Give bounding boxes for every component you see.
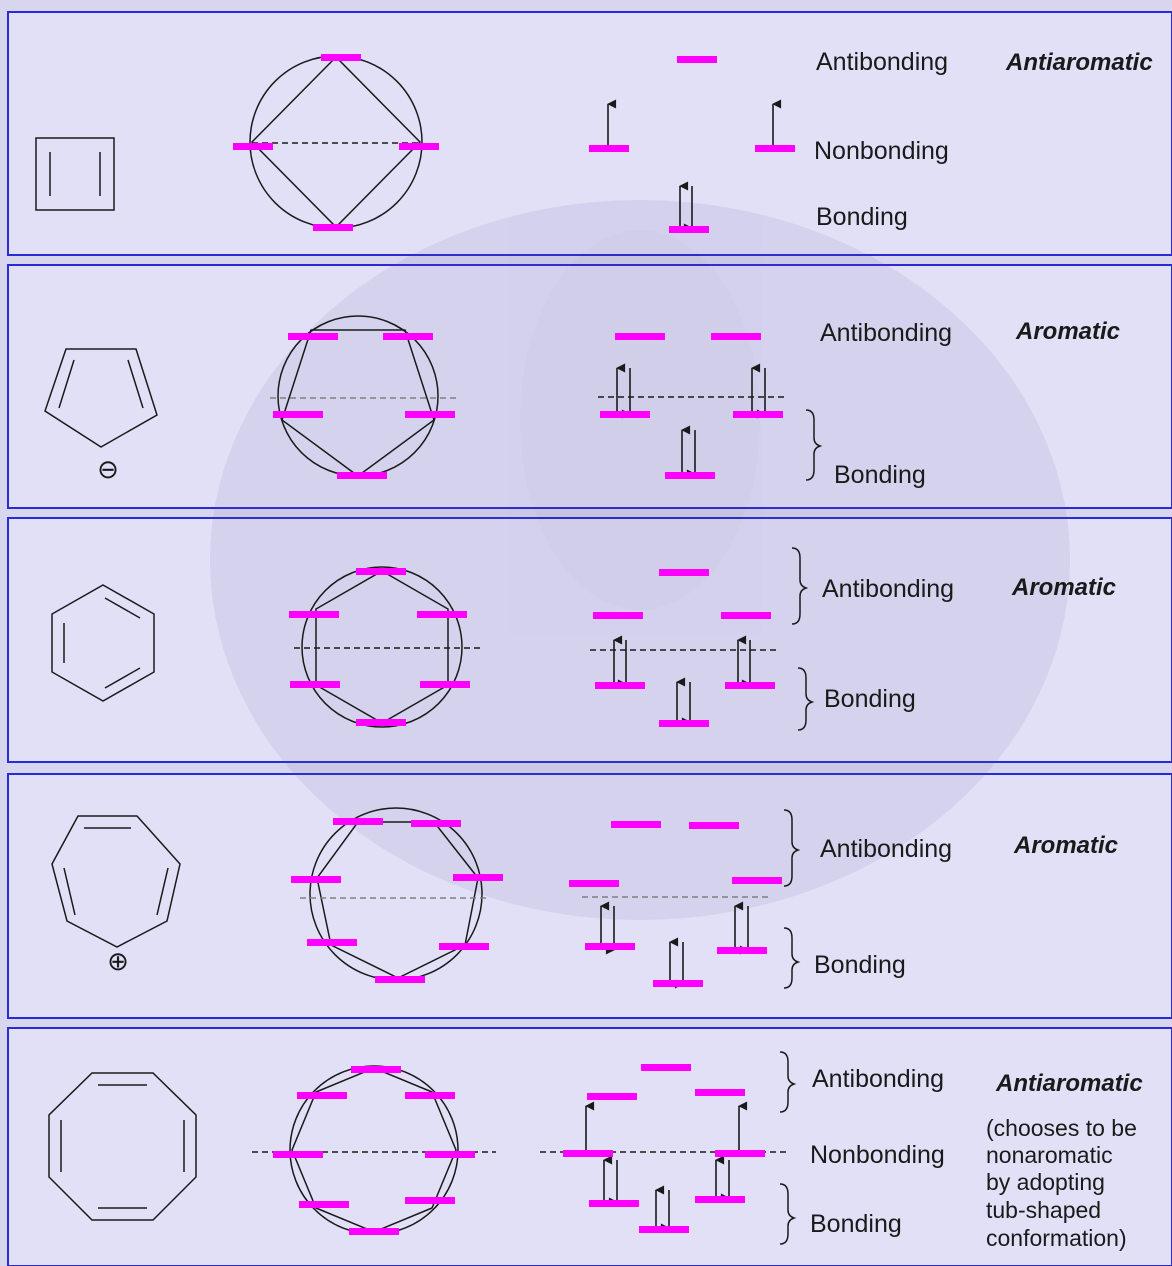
row-1-bonding-label: Bonding [816, 203, 908, 231]
panels [7, 11, 1172, 1266]
cot-note-line: conformation) [986, 1225, 1127, 1251]
panel-row-4 [7, 773, 1172, 1019]
cot-note-line: tub-shaped [986, 1197, 1101, 1223]
row-2-bonding-label: Bonding [834, 461, 926, 489]
panel-row-1 [7, 11, 1172, 256]
brace-antibonding-row-3 [791, 547, 809, 625]
row-3-bonding-label: Bonding [824, 685, 916, 713]
row-3-verdict: Aromatic [1011, 574, 1116, 601]
verdict-labels: Antiaromatic Aromatic Aromatic Aromatic … [995, 49, 1153, 1097]
panel-row-5 [7, 1027, 1172, 1266]
molecule-cyclooctatetraene [48, 1072, 197, 1221]
background-watermark [210, 200, 1070, 920]
molecule-tropylium-cation [51, 815, 181, 948]
molecule-benzene [51, 584, 155, 702]
cot-note-line: by adopting [986, 1169, 1105, 1195]
row-4-antibonding-label: Antibonding [820, 835, 952, 863]
cot-note-line: nonaromatic [986, 1142, 1113, 1168]
row-3-antibonding-label: Antibonding [822, 575, 954, 603]
braces [779, 409, 823, 1245]
cation-charge-symbol: ⊕ [107, 946, 129, 976]
row-1-nonbonding-label: Nonbonding [814, 137, 949, 165]
brace-bonding-row-5 [779, 1183, 797, 1245]
panel-row-3 [7, 517, 1172, 763]
molecule-cyclobutadiene [35, 137, 115, 211]
row-5-bonding-label: Bonding [810, 1210, 902, 1238]
electron-arrows [585, 99, 782, 1233]
cot-note: (chooses to be nonaromatic by adopting t… [986, 1115, 1137, 1251]
level-labels: Antibonding Nonbonding Bonding Antibondi… [810, 48, 954, 1238]
charge-symbols: ⊖ ⊕ [97, 454, 129, 976]
anion-charge-symbol: ⊖ [97, 454, 119, 484]
row-5-antibonding-label: Antibonding [812, 1065, 944, 1093]
orbital-levels [233, 54, 795, 1235]
cot-note-line: (chooses to be [986, 1115, 1137, 1141]
row-5-verdict: Antiaromatic [995, 1070, 1143, 1097]
row-5-nonbonding-label: Nonbonding [810, 1141, 945, 1169]
row-1-verdict: Antiaromatic [1005, 49, 1153, 76]
brace-bonding-row-2 [805, 409, 823, 481]
brace-antibonding-row-4 [783, 809, 801, 887]
row-4-bonding-label: Bonding [814, 951, 906, 979]
panel-row-2 [7, 264, 1172, 509]
brace-bonding-row-4 [783, 927, 801, 989]
row-4-verdict: Aromatic [1013, 832, 1118, 859]
brace-bonding-row-3 [797, 667, 815, 731]
row-1-antibonding-label: Antibonding [816, 48, 948, 76]
molecule-cyclopentadienyl-anion [44, 348, 158, 448]
brace-antibonding-row-5 [779, 1051, 797, 1113]
row-2-antibonding-label: Antibonding [820, 319, 952, 347]
row-2-verdict: Aromatic [1015, 318, 1120, 345]
